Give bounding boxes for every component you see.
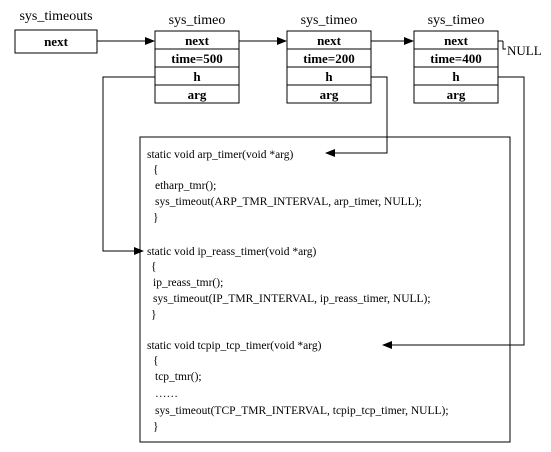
node-1-arg-field: arg	[188, 87, 207, 102]
code-line: ip_reass_tmr();	[153, 277, 223, 289]
code-line: etharp_tmr();	[155, 180, 216, 192]
node-2-arg-field: arg	[320, 87, 339, 102]
code-line: sys_timeout(ARP_TMR_INTERVAL, arp_timer,…	[155, 196, 422, 208]
tcpip-tcp-timer-function: static void tcpip_tcp_timer(void *arg) {…	[147, 340, 449, 433]
code-line: sys_timeout(TCP_TMR_INTERVAL, tcpip_tcp_…	[155, 405, 449, 417]
node-3-arg-field: arg	[447, 87, 466, 102]
code-block-frame	[139, 136, 511, 443]
head-next-field: next	[44, 34, 69, 49]
code-line: {	[151, 261, 157, 273]
code-line: {	[153, 164, 159, 176]
null-pointer-line	[502, 41, 506, 50]
ip-reass-timer-function: static void ip_reass_timer(void *arg) { …	[147, 246, 431, 321]
node-1-next-field: next	[185, 33, 210, 48]
node-3-title: sys_timeo	[428, 13, 485, 28]
node-1-h-field: h	[193, 69, 201, 84]
node-2-h-field: h	[325, 69, 333, 84]
node-3-h-arrow	[382, 76, 525, 349]
code-line: {	[153, 355, 159, 367]
code-line: sys_timeout(IP_TMR_INTERVAL, ip_reass_ti…	[153, 293, 431, 305]
code-line: static void ip_reass_timer(void *arg)	[147, 246, 317, 258]
node-3-time-field: time=400	[430, 51, 481, 66]
node-2: sys_timeo next time=200 h arg	[286, 13, 372, 104]
code-line: }	[151, 309, 157, 321]
null-label: NULL	[507, 43, 542, 58]
code-line: }	[153, 421, 159, 433]
node-3-next-field: next	[444, 33, 469, 48]
node-2-time-field: time=200	[303, 51, 354, 66]
code-line: ……	[155, 388, 178, 400]
code-line: static void arp_timer(void *arg)	[147, 149, 294, 161]
arp-timer-function: static void arp_timer(void *arg) { ethar…	[147, 149, 422, 224]
node-1-title: sys_timeo	[169, 13, 226, 28]
node-2-h-arrow	[325, 76, 388, 157]
node-1-h-arrow	[102, 76, 155, 255]
node-3: sys_timeo next time=400 h arg	[413, 13, 499, 104]
head-title: sys_timeouts	[19, 9, 92, 24]
code-line: static void tcpip_tcp_timer(void *arg)	[147, 340, 322, 352]
node-1: sys_timeo next time=500 h arg	[154, 13, 240, 104]
node-3-h-field: h	[452, 69, 460, 84]
node-2-title: sys_timeo	[301, 13, 358, 28]
code-line: tcp_tmr();	[155, 371, 202, 383]
code-line: }	[153, 212, 159, 224]
node-1-time-field: time=500	[171, 51, 222, 66]
node-2-next-field: next	[317, 33, 342, 48]
